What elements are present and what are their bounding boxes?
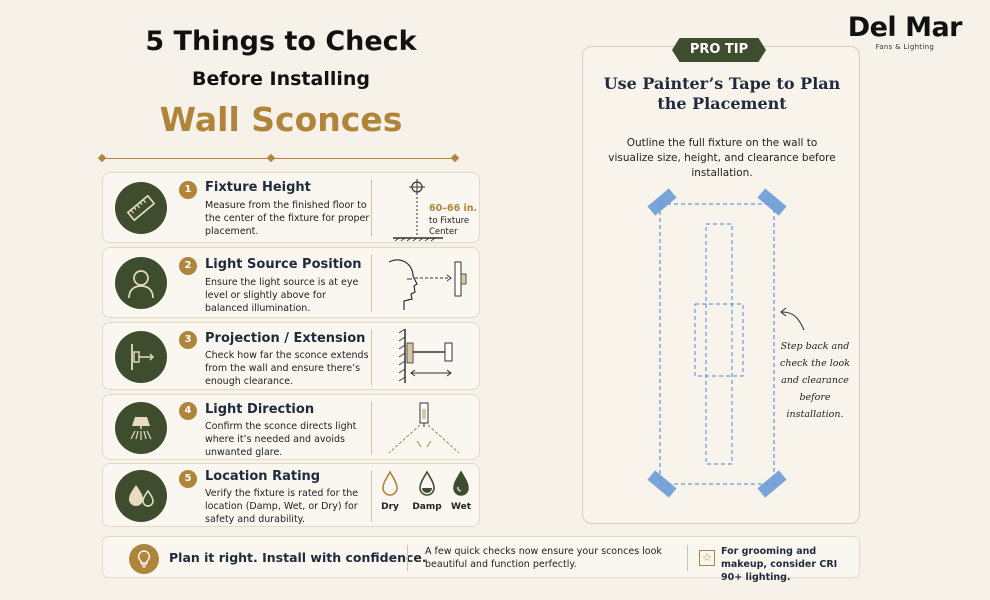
rating-damp: Damp: [411, 470, 443, 512]
wall-projection-icon: [115, 331, 167, 383]
pro-tip-panel: [582, 46, 860, 524]
item-title: Light Source Position: [205, 257, 362, 272]
pro-tip-description: Outline the full fixture on the wall to …: [608, 137, 836, 179]
item-description: Ensure the light source is at eye level …: [205, 277, 359, 314]
header-divider: [102, 158, 456, 159]
pro-tip-title: Use Painter’s Tape to Plan the Placement: [603, 74, 841, 113]
rating-dry: Dry: [379, 470, 401, 512]
item-number: 1: [179, 181, 197, 199]
brand-tagline: Fans & Lighting: [875, 43, 935, 51]
checklist-item-projection-extension: 3 Projection / Extension Check how far t…: [102, 322, 480, 390]
ruler-icon: [115, 182, 167, 234]
tape-piece: [757, 188, 787, 216]
item-description: Measure from the finished floor to the c…: [205, 200, 370, 237]
footer-quick-checks: A few quick checks now ensure your sconc…: [425, 546, 662, 570]
item-number: 4: [179, 402, 197, 420]
item-number: 5: [179, 470, 197, 488]
item-title: Fixture Height: [205, 180, 311, 195]
item-separator: [371, 470, 372, 522]
brand-logo: Del Mar Fans & Lighting: [847, 12, 963, 52]
header-line-1: 5 Things to Check: [145, 26, 417, 57]
lamp-light-icon: [115, 402, 167, 454]
item-number: 3: [179, 331, 197, 349]
item-description: Confirm the sconce directs light where i…: [205, 421, 357, 458]
height-measure-label: to Fixture Center: [429, 216, 470, 237]
step-back-note: Step back and check the look and clearan…: [780, 341, 850, 420]
footer-grooming-tip: For grooming and makeup, consider CRI 90…: [721, 546, 838, 583]
checklist-item-light-direction: 4 Light Direction Confirm the sconce dir…: [102, 394, 480, 460]
light-source-illustration: [375, 252, 477, 316]
rating-label: Damp: [412, 502, 442, 512]
item-description: Check how far the sconce extends from th…: [205, 350, 369, 387]
rating-label: Wet: [450, 502, 471, 512]
star-icon: ☆: [699, 550, 715, 566]
tape-outline-diagram: [647, 188, 787, 498]
damp-drop-icon: [419, 470, 435, 496]
item-number: 2: [179, 257, 197, 275]
tape-piece: [647, 188, 677, 216]
item-description: Verify the fixture is rated for the loca…: [205, 488, 359, 525]
pro-tip-badge: PRO TIP: [672, 38, 766, 62]
item-separator: [371, 401, 372, 455]
divider-dot: [97, 153, 107, 163]
lightbulb-icon: [129, 544, 159, 574]
item-separator: [371, 329, 372, 385]
divider-dot: [266, 153, 276, 163]
height-measure: 60–66 in.: [429, 203, 478, 214]
footer-plan-text: Plan it right. Install with confidence.: [169, 550, 427, 565]
page-header: 5 Things to Check Before Installing Wall…: [100, 22, 462, 142]
checklist-item-fixture-height: 1 Fixture Height Measure from the finish…: [102, 172, 480, 243]
footer-separator: [687, 545, 688, 571]
item-title: Light Direction: [205, 402, 315, 417]
item-separator: [371, 179, 372, 237]
projection-illustration: [375, 325, 477, 389]
checklist-item-location-rating: 5 Location Rating Verify the fixture is …: [102, 463, 480, 527]
person-head-icon: [115, 257, 167, 309]
dry-drop-icon: [382, 470, 398, 496]
footer-separator: [407, 545, 408, 571]
brand-name: Del Mar: [847, 12, 963, 43]
header-line-3: Wall Sconces: [159, 100, 403, 139]
tape-piece: [757, 470, 787, 498]
rating-label: Dry: [381, 502, 399, 512]
header-line-2: Before Installing: [191, 68, 371, 90]
fixture-height-illustration: 60–66 in. to Fixture Center: [375, 177, 477, 241]
rating-wet: Wet: [449, 470, 473, 512]
item-title: Projection / Extension: [205, 331, 366, 346]
footer-bar: Plan it right. Install with confidence. …: [102, 536, 860, 583]
water-drops-icon: [115, 470, 167, 522]
wet-drop-icon: [453, 470, 469, 496]
curved-arrow-icon: [780, 307, 805, 331]
light-direction-illustration: [375, 397, 477, 459]
item-title: Location Rating: [205, 469, 321, 484]
divider-dot: [450, 153, 460, 163]
tape-piece: [647, 470, 677, 498]
checklist-item-light-source-position: 2 Light Source Position Ensure the light…: [102, 247, 480, 318]
location-rating-illustration: Dry Damp Wet: [375, 470, 477, 524]
item-separator: [371, 254, 372, 312]
